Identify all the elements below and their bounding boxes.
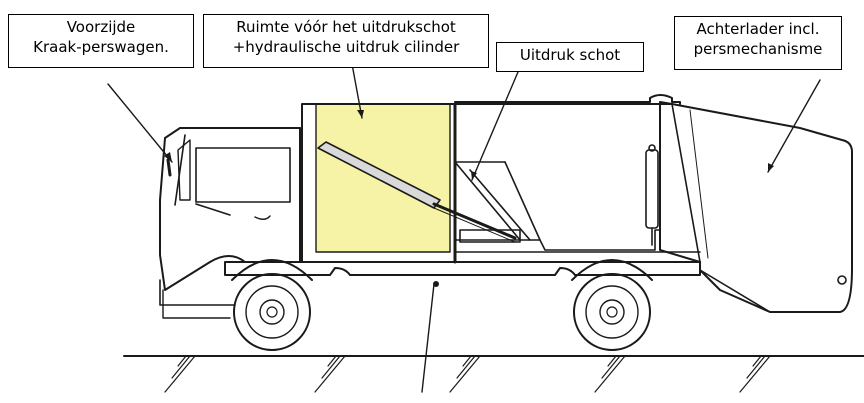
label-push-plate-line1: Uitdruk schot xyxy=(519,46,621,64)
label-rear-line1: Achterlader incl. xyxy=(696,20,820,38)
label-front-line1: Voorzijde xyxy=(66,18,136,36)
label-space: Ruimte vóór het uitdrukschot +hydraulisc… xyxy=(203,14,489,68)
label-space-line1: Ruimte vóór het uitdrukschot xyxy=(236,18,456,36)
front-wheel xyxy=(231,259,313,351)
cab xyxy=(159,127,301,291)
rear-loader xyxy=(659,101,853,313)
label-front: Voorzijde Kraak-perswagen. xyxy=(8,14,194,68)
leader-lines xyxy=(107,63,821,393)
rear-wheel xyxy=(571,259,653,351)
label-rear-line2: persmechanisme xyxy=(693,40,823,58)
label-space-line2: +hydraulische uitdruk cilinder xyxy=(232,38,460,56)
label-front-line2: Kraak-perswagen. xyxy=(33,38,169,56)
press-cylinder xyxy=(645,149,659,229)
label-push-plate: Uitdruk schot xyxy=(496,42,644,72)
hydraulic-push-cylinder xyxy=(317,141,521,243)
label-rear: Achterlader incl. persmechanisme xyxy=(674,16,842,70)
chassis xyxy=(224,261,701,276)
ground-hatching xyxy=(164,355,771,393)
